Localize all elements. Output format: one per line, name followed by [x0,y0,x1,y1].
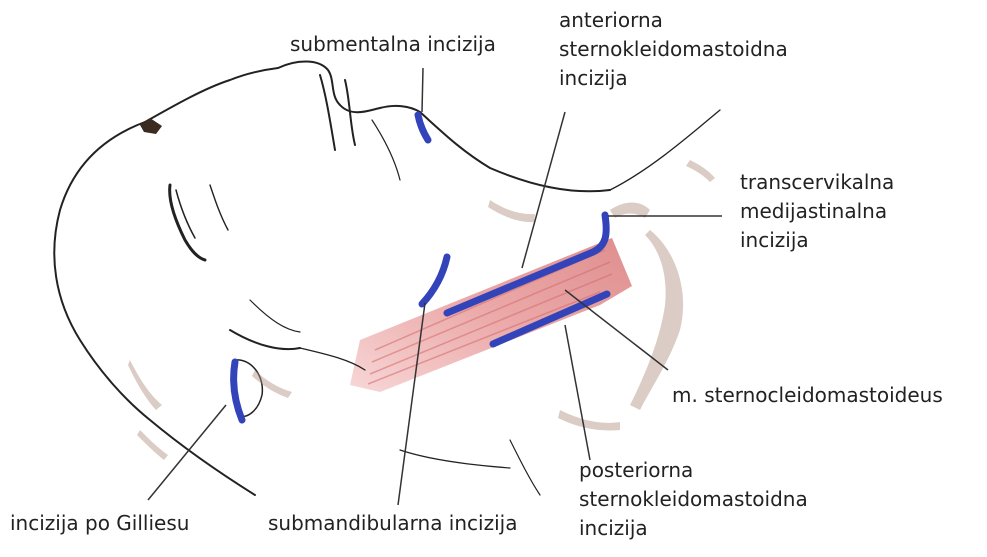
submandibular-incision [422,257,447,304]
hair-tuft [140,118,162,134]
label-transcervical-line-2: medijastinalna [740,197,894,226]
label-posterior-line-2: sternokleidomastoidna [579,485,808,514]
label-anterior-scm-incision: anteriorna sternokleidomastoidna incizij… [559,6,788,93]
gillies-incision [234,362,242,420]
label-posterior-line-1: posteriorna [579,456,808,485]
label-transcervical-line-3: incizija [740,226,894,255]
label-anterior-line-3: incizija [559,64,788,93]
label-anterior-line-2: sternokleidomastoidna [559,35,788,64]
label-submandibular: submandibularna incizija [268,509,517,538]
label-posterior-scm-incision: posteriorna sternokleidomastoidna incizi… [579,456,808,543]
label-submental: submentalna incizija [290,30,496,59]
label-gillies: incizija po Gilliesu [10,509,189,538]
eye [170,185,228,260]
label-muscle: m. sternocleidomastoideus [672,381,943,410]
label-transcervical-line-1: transcervikalna [740,168,894,197]
label-transcervical-incision: transcervikalna medijastinalna incizija [740,168,894,255]
sketch-shading [128,160,715,460]
muscle-shape [350,238,632,392]
label-posterior-line-3: incizija [579,514,808,543]
label-anterior-line-1: anteriorna [559,6,788,35]
